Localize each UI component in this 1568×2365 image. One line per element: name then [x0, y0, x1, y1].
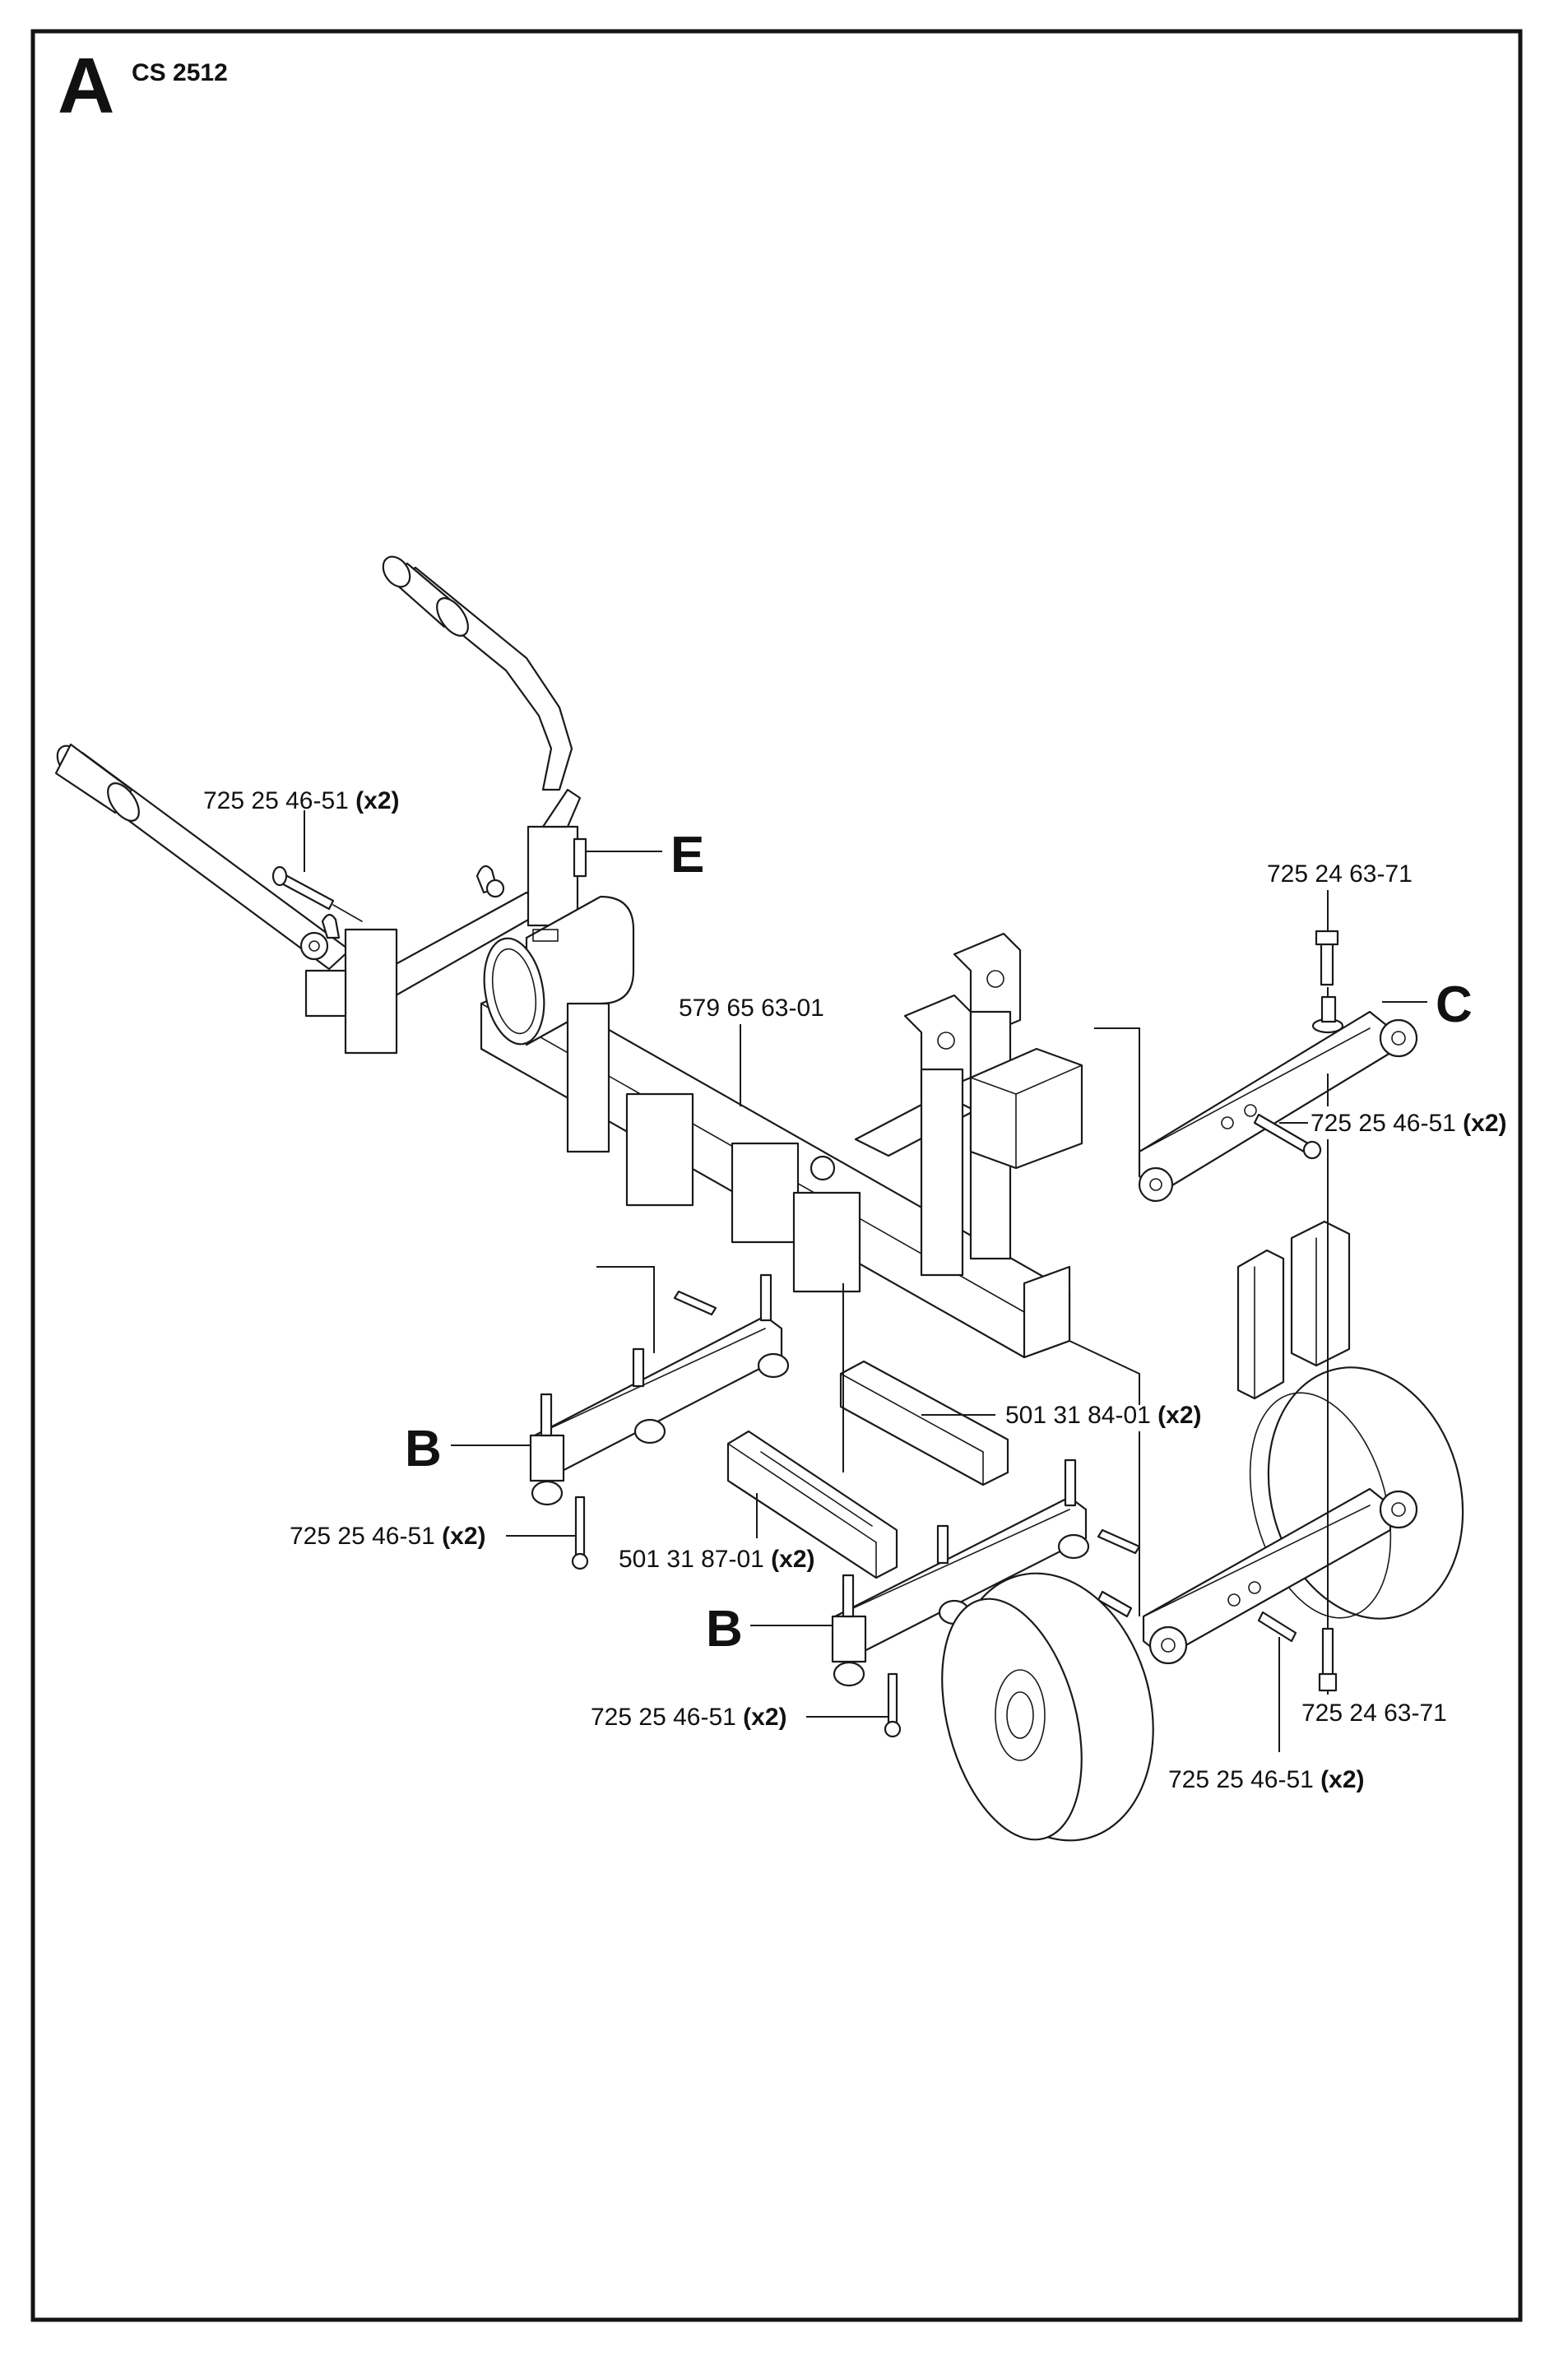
label-sleeve-short: 501 31 87-01 (x2) [619, 1546, 815, 1573]
axle-c-part [1138, 930, 1418, 1400]
label-sleeve-long: 501 31 84-01 (x2) [1005, 1402, 1202, 1429]
label-bolt-b-upper: 725 25 46-51 (x2) [290, 1523, 486, 1550]
callout-B-lower: B [706, 1601, 743, 1658]
b-lower-part [831, 1458, 1141, 1738]
main-frame-part [480, 895, 1083, 1359]
page-frame [30, 29, 1523, 2322]
label-bolt-axle-lower: 725 25 46-51 (x2) [1168, 1766, 1365, 1793]
b-upper-part [529, 1273, 790, 1570]
leader-lines [304, 810, 1427, 1752]
callout-B-upper: B [405, 1421, 442, 1477]
callout-E: E [670, 827, 704, 883]
section-letter: A [58, 42, 114, 130]
label-bolt-axle-top: 725 24 63-71 [1267, 860, 1413, 888]
model-name: CS 2512 [132, 59, 228, 86]
label-bolt-b-lower: 725 25 46-51 (x2) [591, 1704, 787, 1731]
callout-C: C [1436, 976, 1473, 1033]
label-bolt-axle-side: 725 25 46-51 (x2) [1311, 1110, 1507, 1137]
part-labels: 725 25 46-51 (x2) E 725 24 63-71 C 725 2… [203, 787, 1507, 1793]
label-bolt-axle-bottom: 725 24 63-71 [1301, 1700, 1447, 1727]
label-bolt-handle: 725 25 46-51 (x2) [203, 787, 400, 814]
sleeves-part [726, 1360, 1009, 1579]
wheels-part [941, 1366, 1464, 1842]
label-main-frame: 579 65 63-01 [679, 995, 824, 1022]
handle-assembly [54, 555, 587, 1055]
